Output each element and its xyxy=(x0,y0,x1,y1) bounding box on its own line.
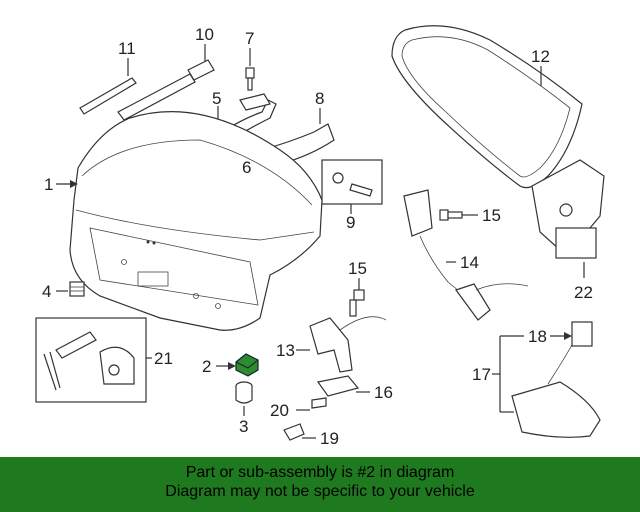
callout-20: 20 xyxy=(270,401,289,420)
callout-21: 21 xyxy=(154,349,173,368)
part-22-actuator xyxy=(531,159,605,278)
parts-diagram: 11 10 7 5 8 6 9 12 1 4 21 2 3 13 15 15 1… xyxy=(35,25,605,448)
callout-9: 9 xyxy=(346,213,355,232)
info-banner: Part or sub-assembly is #2 in diagram Di… xyxy=(0,457,640,512)
callout-17: 17 xyxy=(472,365,491,384)
banner-line-2: Diagram may not be specific to your vehi… xyxy=(165,483,475,500)
part-1-trunk-lid xyxy=(56,111,323,331)
part-10-gas-strut xyxy=(117,44,215,121)
part-4-bumper xyxy=(56,281,85,297)
callout-8: 8 xyxy=(315,89,324,108)
callout-16: 16 xyxy=(374,383,393,402)
callout-13: 13 xyxy=(276,341,295,360)
callout-7: 7 xyxy=(245,29,254,48)
part-15-bolt-upper xyxy=(439,209,478,221)
callout-2: 2 xyxy=(202,357,211,376)
callout-22: 22 xyxy=(574,283,593,302)
callout-11: 11 xyxy=(118,39,136,58)
part-13-latch-bracket xyxy=(296,316,387,373)
callout-14: 14 xyxy=(460,253,479,272)
callout-15-lower: 15 xyxy=(348,259,367,278)
part-20-screw xyxy=(296,397,327,411)
callout-3: 3 xyxy=(239,417,248,436)
callout-15-upper: 15 xyxy=(482,206,501,225)
part-14-release-cable xyxy=(403,189,529,321)
banner-line-1: Part or sub-assembly is #2 in diagram xyxy=(185,464,455,481)
part-3-plug xyxy=(235,381,253,416)
callout-19: 19 xyxy=(320,429,339,448)
part-11-support-rod xyxy=(79,58,137,115)
part-15-bolt xyxy=(349,278,365,317)
part-19-clip xyxy=(283,423,316,441)
part-17-latch-assembly xyxy=(492,321,601,438)
part-16-handle xyxy=(316,375,370,397)
part-2-highlighted xyxy=(216,353,259,377)
callout-10: 10 xyxy=(195,25,214,44)
callout-6: 6 xyxy=(242,158,251,177)
callout-18: 18 xyxy=(528,327,547,346)
callout-5: 5 xyxy=(212,89,221,108)
callout-1: 1 xyxy=(44,175,53,194)
part-9-fastener-kit xyxy=(321,159,383,214)
callout-4: 4 xyxy=(42,282,51,301)
part-12-weatherstrip xyxy=(391,25,583,189)
callout-12: 12 xyxy=(531,47,550,66)
part-7-bolt xyxy=(245,48,255,91)
part-21-latch-kit xyxy=(35,317,152,403)
